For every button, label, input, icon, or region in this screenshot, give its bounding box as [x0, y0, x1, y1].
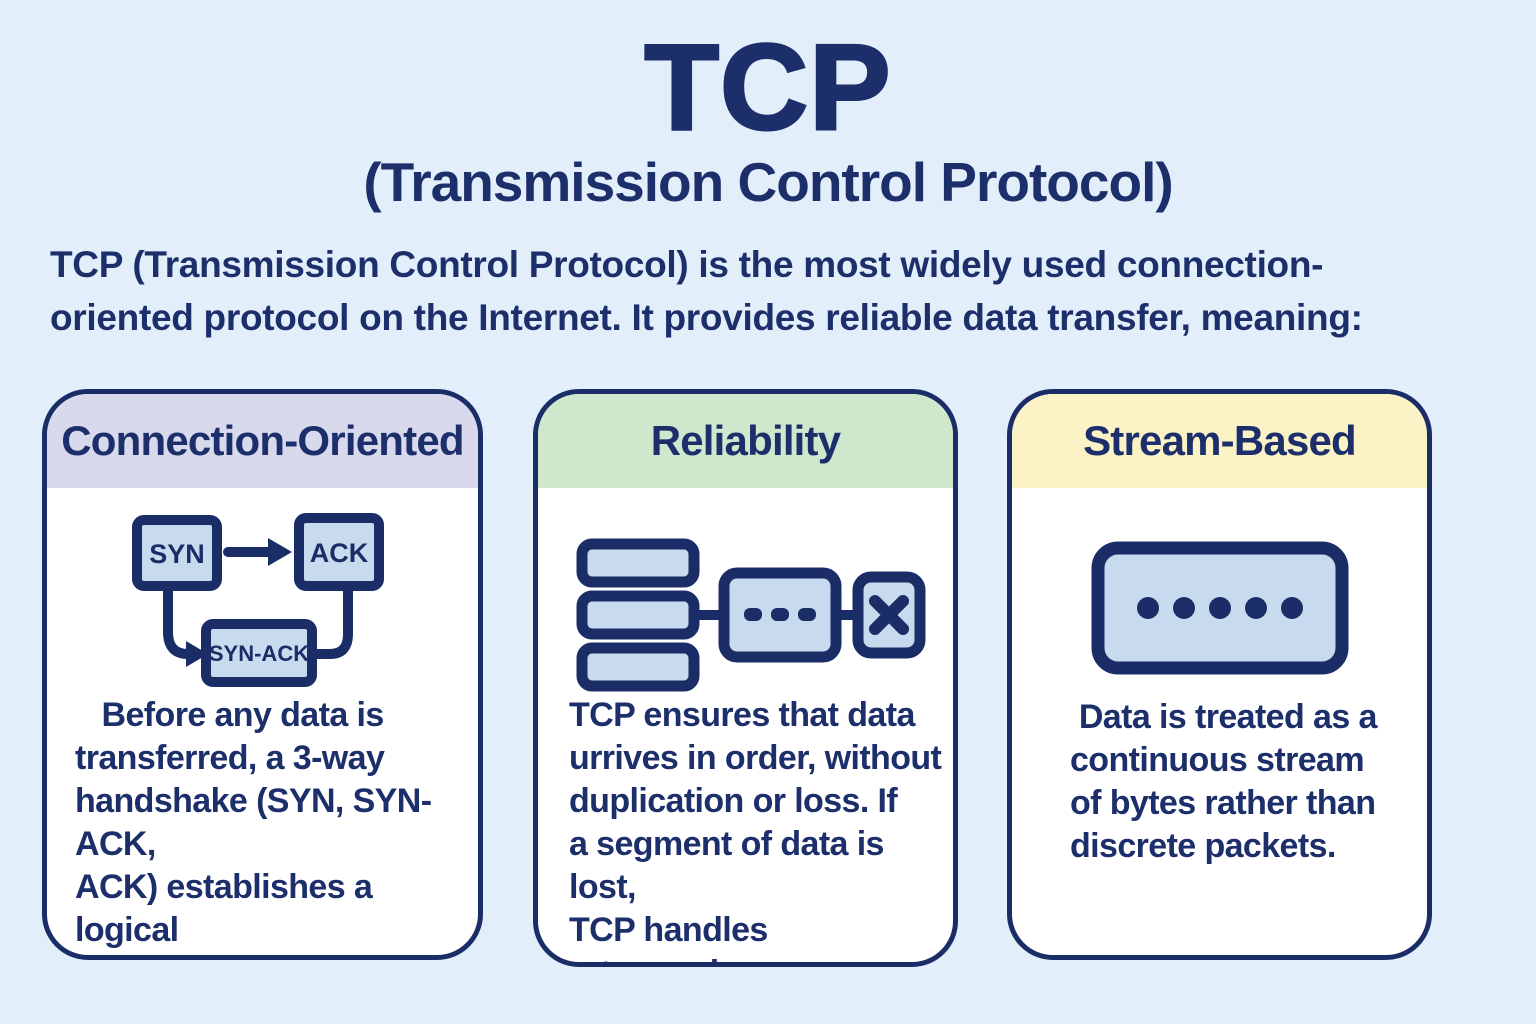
card-stream-based-icon-area — [1012, 540, 1427, 676]
card-stream-based-title: Stream-Based — [1083, 417, 1357, 464]
syn-ack-box-label: SYN-ACK — [208, 641, 308, 666]
ack-box — [293, 513, 384, 591]
syn-box-label: SYN — [149, 539, 205, 569]
card-reliability: Reliability TC — [533, 389, 958, 967]
card-reliability-icon-area — [538, 536, 953, 706]
dash-3 — [797, 608, 816, 621]
segment-retransmission-icon — [576, 538, 925, 692]
card-connection-oriented-header: Connection-Oriented — [47, 394, 478, 488]
card-reliability-title: Reliability — [650, 417, 841, 464]
intro-text: TCP (Transmission Control Protocol) is t… — [50, 244, 1363, 338]
page-title: TCP — [643, 19, 892, 155]
byte-dot-1 — [1136, 597, 1159, 619]
syn-to-ack-arrowhead — [267, 538, 292, 566]
syn-box — [131, 515, 222, 591]
byte-stream-icon — [1091, 541, 1348, 675]
byte-dot-5 — [1280, 597, 1303, 619]
card-reliability-header: Reliability — [538, 394, 953, 488]
card-connection-oriented: Connection-Oriented SYN ACK SYN-A — [42, 389, 483, 960]
card-connection-oriented-icon-area: SYN ACK SYN-ACK — [47, 506, 478, 691]
card-connection-oriented-title: Connection-Oriented — [61, 417, 464, 464]
ack-box-label: ACK — [309, 538, 368, 568]
card-reliability-body: TCP ensures that data urrives in order, … — [569, 696, 942, 962]
card-stream-based: Stream-Based Data is treated as a contin… — [1007, 389, 1432, 960]
card-connection-oriented-body: Before any data is transferred, a 3-way … — [75, 696, 432, 955]
segment-bar-2 — [576, 590, 699, 640]
syn-to-synack-arrowhead — [185, 641, 208, 667]
synack-to-ack-connector — [306, 581, 353, 659]
byte-dot-2 — [1172, 597, 1195, 619]
segment-bar-3 — [576, 642, 699, 692]
byte-dot-4 — [1244, 597, 1267, 619]
dash-2 — [770, 608, 789, 621]
page-subtitle: (Transmission Control Protocol) — [363, 151, 1173, 213]
segment-bar-1 — [576, 538, 699, 588]
byte-dot-3 — [1208, 597, 1231, 619]
card-stream-based-body: Data is treated as a continuous stream o… — [1070, 698, 1377, 865]
x-mark-stroke-2 — [868, 595, 909, 635]
dash-1 — [743, 608, 762, 621]
syn-ack-box — [200, 619, 317, 687]
card-stream-based-header: Stream-Based — [1012, 394, 1427, 488]
three-way-handshake-icon: SYN ACK SYN-ACK — [131, 513, 384, 687]
